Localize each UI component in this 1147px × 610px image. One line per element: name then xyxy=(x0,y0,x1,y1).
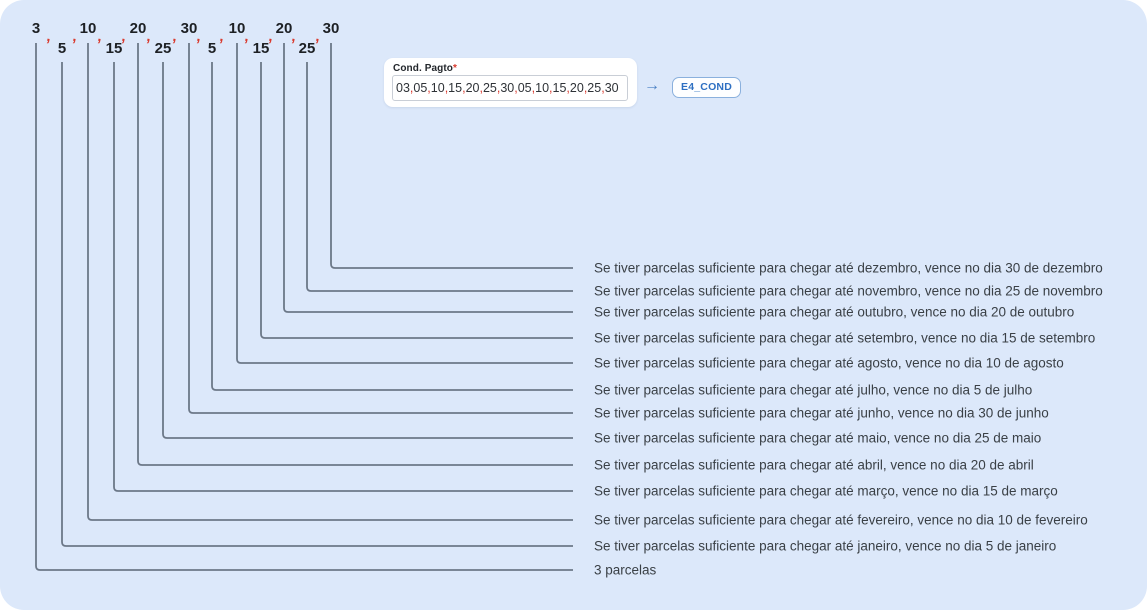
connector-line xyxy=(306,62,573,292)
sequence-number: 15 xyxy=(105,40,123,57)
sequence-number: 5 xyxy=(207,40,217,57)
connector-line xyxy=(283,43,573,313)
explanation-text: Se tiver parcelas suficiente para chegar… xyxy=(594,260,1103,276)
cond-pagto-input[interactable]: 03,05,10,15,20,25,30,05,10,15,20,25,30 xyxy=(392,75,628,101)
sequence-number: 25 xyxy=(298,40,316,57)
sequence-number: 10 xyxy=(228,20,246,37)
connector-line xyxy=(137,43,573,466)
explanation-text: Se tiver parcelas suficiente para chegar… xyxy=(594,457,1034,473)
sequence-number: 20 xyxy=(129,20,147,37)
explanation-text: Se tiver parcelas suficiente para chegar… xyxy=(594,355,1064,371)
connector-line xyxy=(236,43,573,364)
connector-line xyxy=(162,62,573,439)
connector-line xyxy=(61,62,573,547)
explanation-text: Se tiver parcelas suficiente para chegar… xyxy=(594,405,1049,421)
explanation-text: Se tiver parcelas suficiente para chegar… xyxy=(594,382,1033,398)
connector-line xyxy=(260,62,573,339)
connector-line xyxy=(87,43,573,521)
explanation-text: Se tiver parcelas suficiente para chegar… xyxy=(594,512,1088,528)
maps-to-arrow-icon: → xyxy=(644,77,660,94)
explanation-text: Se tiver parcelas suficiente para chegar… xyxy=(594,283,1103,299)
explanation-text: Se tiver parcelas suficiente para chegar… xyxy=(594,483,1058,499)
sequence-number: 5 xyxy=(57,40,67,57)
explanation-text: Se tiver parcelas suficiente para chegar… xyxy=(594,304,1075,320)
sequence-number: 15 xyxy=(252,40,270,57)
sequence-number: 25 xyxy=(154,40,172,57)
cond-pagto-value: 03,05,10,15,20,25,30,05,10,15,20,25,30 xyxy=(396,81,619,95)
sequence-number: 30 xyxy=(180,20,198,37)
field-label-text: Cond. Pagto xyxy=(393,63,453,74)
explanation-text: 3 parcelas xyxy=(594,562,657,578)
explanation-text: Se tiver parcelas suficiente para chegar… xyxy=(594,538,1057,554)
connector-line xyxy=(35,43,573,571)
connector-line xyxy=(330,43,573,269)
sequence-number: 20 xyxy=(275,20,293,37)
explanation-text: Se tiver parcelas suficiente para chegar… xyxy=(594,330,1096,346)
connector-line xyxy=(188,43,573,414)
sequence-number: 30 xyxy=(322,20,340,37)
sequence-number: 10 xyxy=(79,20,97,37)
connector-line xyxy=(113,62,573,492)
required-asterisk: * xyxy=(452,63,457,74)
sequence-number: 3 xyxy=(31,20,41,37)
explanation-text: Se tiver parcelas suficiente para chegar… xyxy=(594,430,1042,446)
cond-pagto-label: Cond. Pagto* xyxy=(393,63,457,74)
cond-pagto-card: Cond. Pagto* 03,05,10,15,20,25,30,05,10,… xyxy=(384,58,637,107)
e4-cond-badge: E4_COND xyxy=(672,77,741,98)
connector-line xyxy=(211,62,573,391)
